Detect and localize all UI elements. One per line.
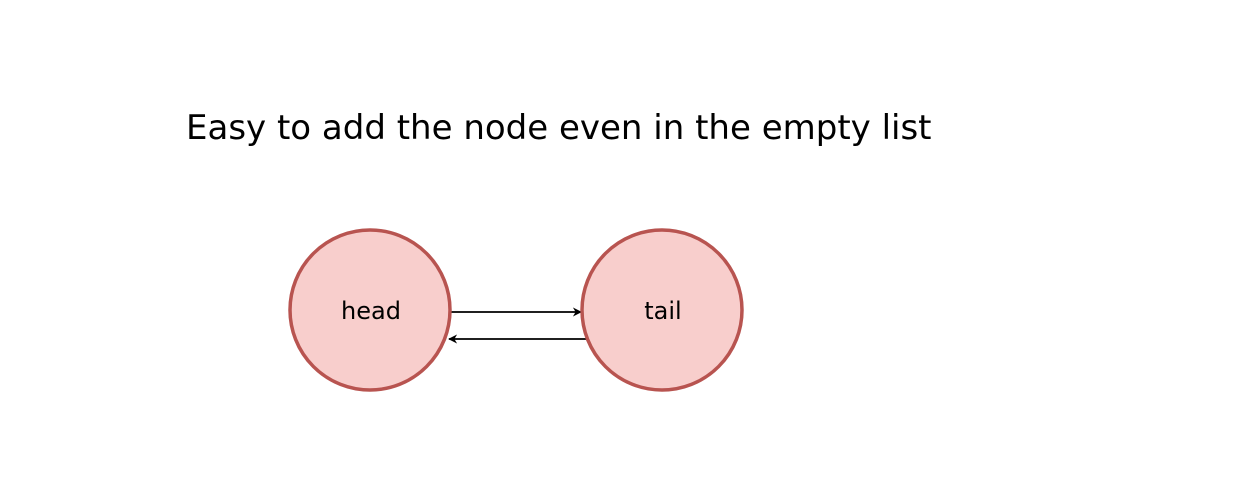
node-tail-circle bbox=[580, 228, 744, 392]
node-tail-label: tail bbox=[644, 297, 681, 325]
node-head: head bbox=[288, 228, 452, 392]
diagram-caption: Easy to add the node even in the empty l… bbox=[186, 108, 932, 148]
node-head-label: head bbox=[341, 297, 401, 325]
node-head-circle bbox=[288, 228, 452, 392]
node-tail: tail bbox=[580, 228, 744, 392]
